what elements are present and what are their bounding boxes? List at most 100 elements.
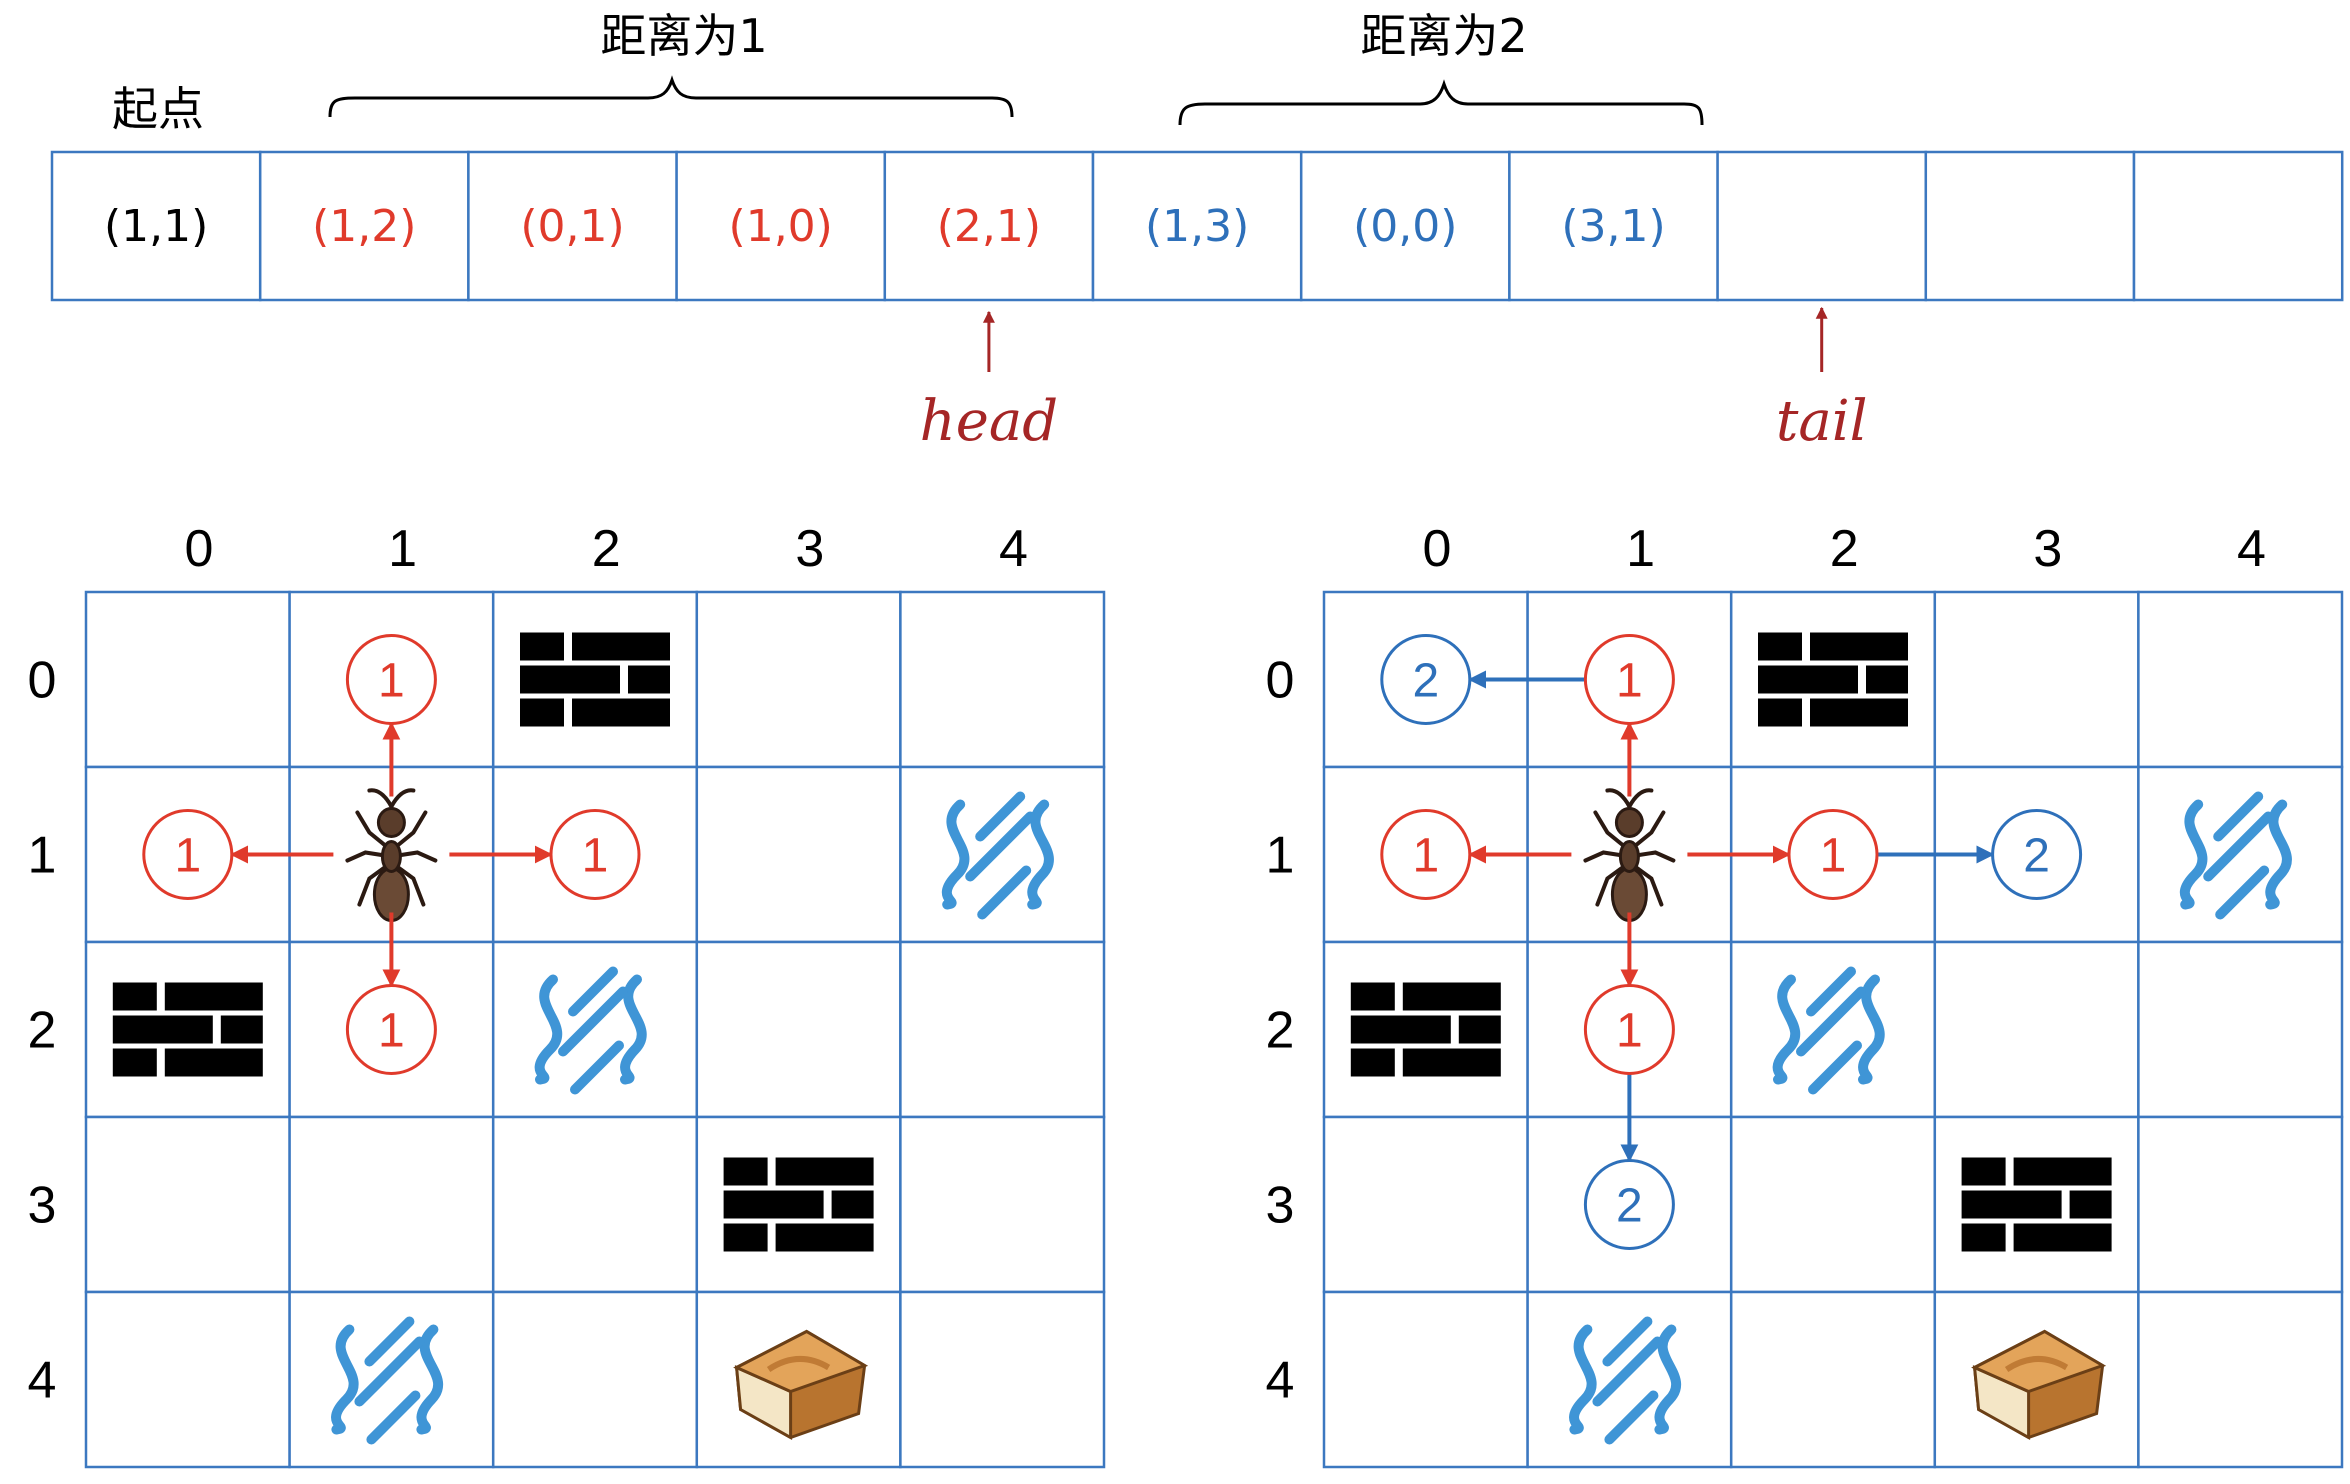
queue-cell-box [258, 150, 470, 302]
distance-node-label: 1 [582, 830, 609, 883]
distance-node: 1 [142, 809, 234, 900]
bread-icon [733, 1329, 869, 1441]
distance-node-circle [1991, 809, 2083, 900]
queue-cell-label: (0,0) [1353, 201, 1457, 252]
grid-cell [84, 590, 291, 769]
distance-node-circle [1583, 634, 1675, 725]
queue-cell-box [2132, 150, 2344, 302]
grid-cell [491, 940, 699, 1119]
brace-2-label: 距离为2 [1360, 9, 1527, 63]
distance-node-circle [1583, 1159, 1675, 1250]
queue-cell [1924, 150, 2136, 302]
queue-cell: (1,2) [258, 150, 470, 302]
queue-cell-box [50, 150, 262, 302]
queue-cell-label: (1,3) [1145, 201, 1249, 252]
grid-cell [491, 1290, 699, 1469]
tail-pointer: tail [1776, 306, 1868, 454]
brace-distance-1: 距离为1 [328, 9, 1014, 118]
water-icon [2179, 791, 2292, 920]
grid-cell [899, 590, 1106, 769]
row-label: 4 [28, 1352, 57, 1410]
grid-cell [899, 1115, 1106, 1294]
queue-cell-box [1299, 150, 1511, 302]
distance-node: 1 [1787, 809, 1879, 900]
grid-cell [899, 940, 1106, 1119]
distance-node: 1 [549, 809, 641, 900]
water-icon [941, 791, 1054, 920]
distance-node-label: 1 [378, 1005, 405, 1058]
column-label: 3 [2033, 520, 2062, 578]
distance-node: 1 [1380, 809, 1472, 900]
distance-node-label: 1 [1616, 1005, 1643, 1058]
queue-cell-label: (0,1) [520, 201, 624, 252]
brick-wall-icon [520, 632, 670, 727]
queue-cell-label: (1,2) [312, 201, 416, 252]
distance-node-circle [142, 809, 234, 900]
queue-cell: (3,1) [1508, 150, 1719, 302]
bread-icon [1971, 1329, 2107, 1441]
queue-cell-box [1924, 150, 2136, 302]
queue-cell: (2,1) [883, 150, 1095, 302]
grid-cell [2137, 765, 2344, 944]
grid-cell [2137, 940, 2344, 1119]
column-label: 2 [1830, 520, 1859, 578]
grid-cell [2137, 590, 2344, 769]
column-label: 4 [999, 520, 1028, 578]
row-label: 3 [1266, 1177, 1295, 1235]
brick-wall-icon [723, 1157, 874, 1252]
water-icon [331, 1316, 443, 1445]
grid-cell [84, 1290, 291, 1469]
head-pointer: head [920, 310, 1058, 454]
grid-cell [1729, 1115, 1937, 1294]
queue-cell-label: (1,0) [729, 201, 833, 252]
grid-cell [288, 1115, 495, 1294]
column-label: 1 [1626, 520, 1655, 578]
column-label: 0 [1423, 520, 1452, 578]
distance-node-label: 2 [1412, 655, 1439, 708]
queue-cell: (1,1) [50, 150, 262, 302]
distance-node-circle [1380, 809, 1472, 900]
grid-cell [491, 1115, 699, 1294]
queue-cell [1716, 150, 1928, 302]
distance-node: 2 [1380, 634, 1472, 725]
distance-node: 2 [1991, 809, 2083, 900]
queue-cell-box [1508, 150, 1719, 302]
distance-node: 1 [345, 984, 437, 1075]
queue-cell-box [467, 150, 678, 302]
brace-1-label: 距离为1 [600, 9, 767, 63]
queue-cell-box [1091, 150, 1303, 302]
row-label: 3 [28, 1177, 57, 1235]
row-label: 1 [1266, 827, 1295, 885]
brace-distance-2: 距离为2 [1178, 9, 1704, 126]
grid-cell [2137, 1290, 2344, 1469]
column-label: 2 [592, 520, 621, 578]
distance-node: 2 [1583, 1159, 1675, 1250]
queue-cell: (1,0) [675, 150, 887, 302]
queue-section: 起点 距离为1 距离为2 (1,1) (1,2) (0,1) (1,0) (2,1) (1… [50, 9, 2344, 454]
grid-cell [1933, 940, 2140, 1119]
distance-node: 1 [345, 634, 437, 725]
distance-node-label: 1 [1616, 655, 1643, 708]
queue-cell: (1,3) [1091, 150, 1303, 302]
row-label: 4 [1266, 1352, 1295, 1410]
grid-cell [1729, 1290, 1937, 1469]
distance-node-circle [345, 984, 437, 1075]
grid-cell [1729, 940, 1937, 1119]
queue-cell-box [1716, 150, 1928, 302]
grid-cell [695, 590, 902, 769]
distance-node-label: 2 [2023, 830, 2050, 883]
distance-node-label: 1 [1820, 830, 1847, 883]
start-label: 起点 [112, 82, 204, 136]
water-icon [534, 966, 647, 1095]
grid-cell [84, 1115, 291, 1294]
row-label: 2 [1266, 1002, 1295, 1060]
grid-cell [1526, 1290, 1733, 1469]
grid-cell [1322, 1290, 1529, 1469]
grid-cell [695, 765, 902, 944]
queue-cell [2132, 150, 2344, 302]
distance-node-circle [1380, 634, 1472, 725]
tail-label: tail [1776, 389, 1868, 454]
